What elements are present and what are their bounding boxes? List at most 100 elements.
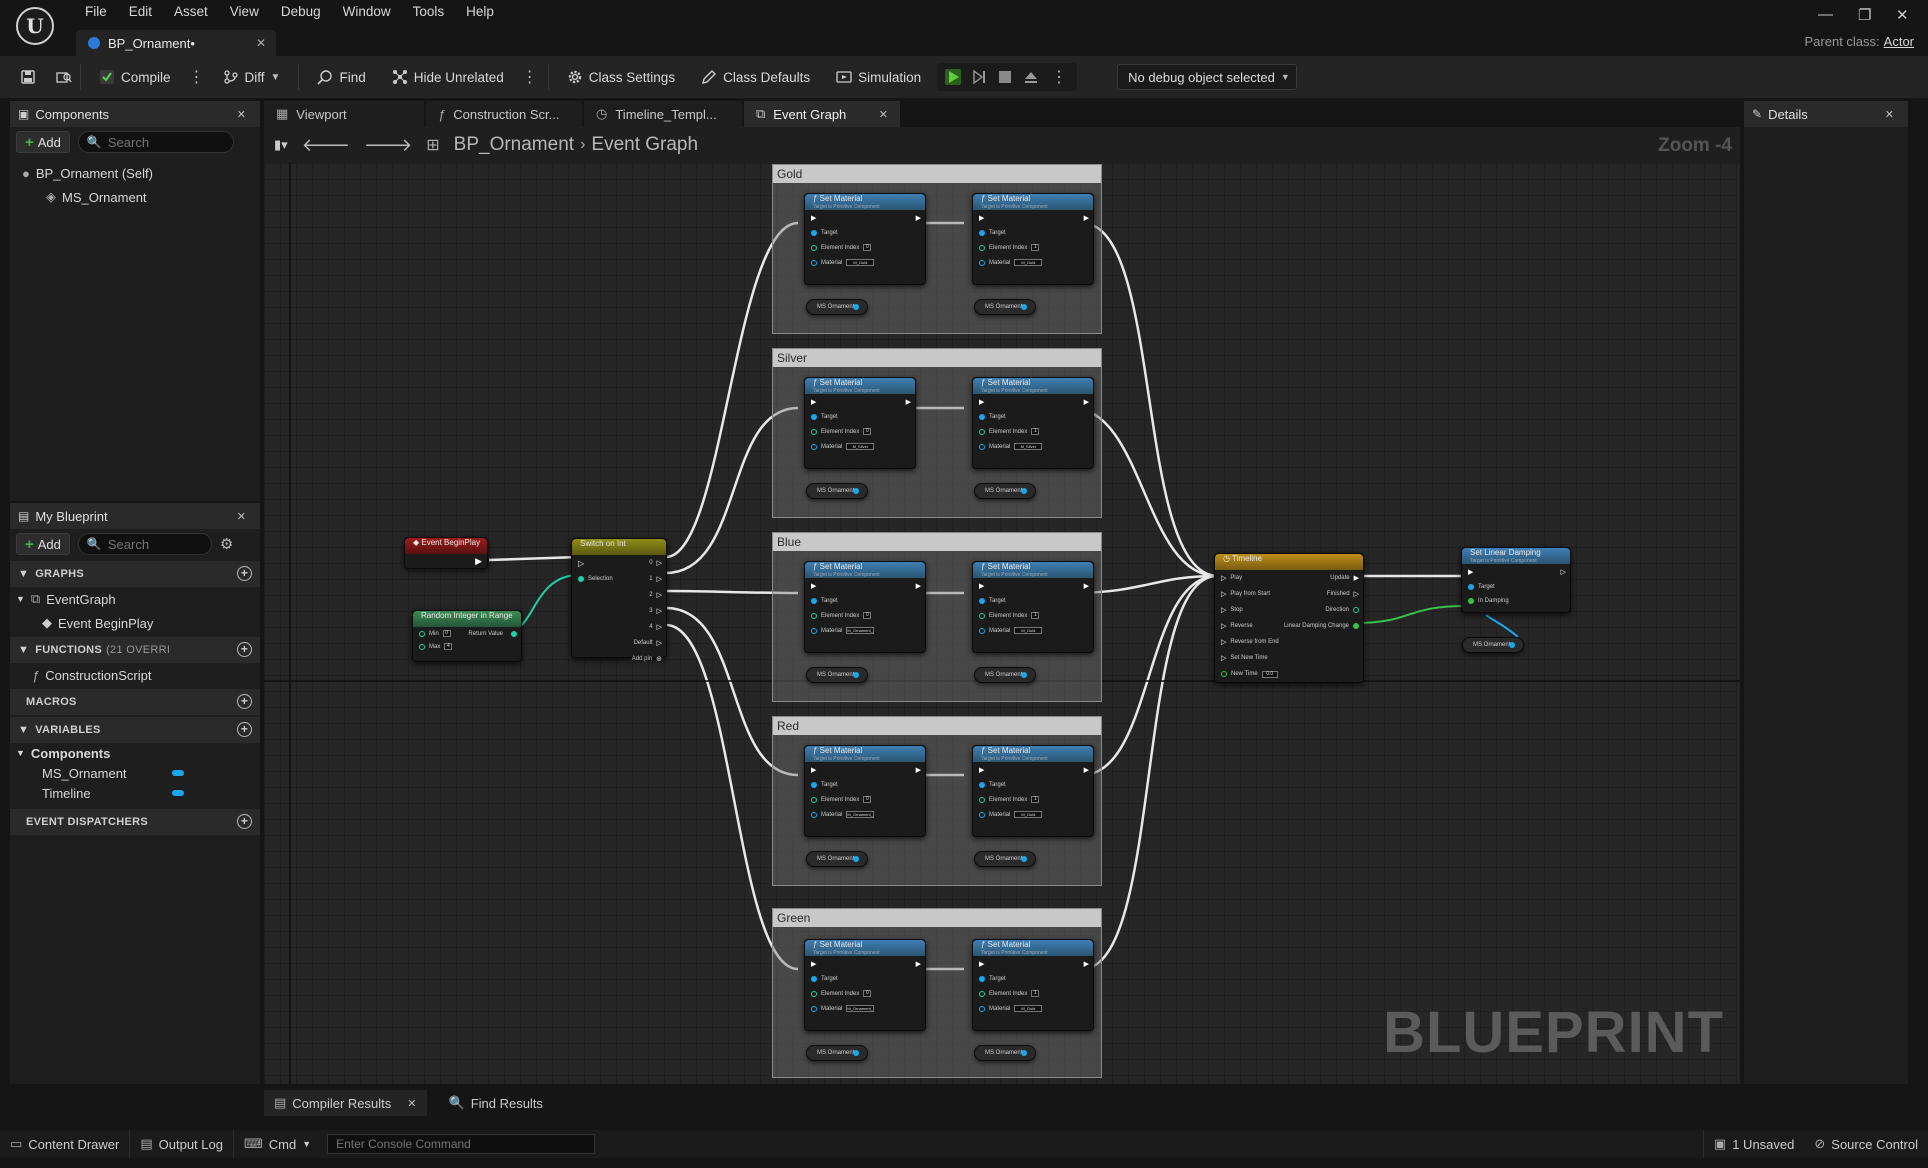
cmd-dropdown[interactable]: ⌨Cmd▼	[234, 1130, 321, 1158]
save-icon[interactable]	[20, 69, 36, 85]
hide-options-icon[interactable]: ⋮	[521, 69, 538, 86]
tab-event-graph[interactable]: ⧉ Event Graph ✕	[744, 101, 900, 127]
restore-icon[interactable]: ❐	[1858, 7, 1872, 24]
var-ms-ornament[interactable]: MS Ornament	[974, 667, 1036, 683]
close-icon[interactable]: ✕	[255, 36, 266, 50]
play-options-icon[interactable]: ⋮	[1051, 69, 1068, 86]
find-button[interactable]: Find	[307, 62, 375, 92]
tab-find-results[interactable]: 🔍 Find Results	[439, 1090, 553, 1116]
components-group[interactable]: ▼ Components	[10, 743, 260, 763]
pin-material-value[interactable]: M_Silver	[846, 443, 875, 450]
switch-exec-in[interactable]: ▷0▷	[572, 555, 666, 571]
diff-button[interactable]: Diff ▼	[213, 62, 291, 92]
forward-arrow-icon[interactable]: 🡒	[363, 134, 413, 155]
document-tab[interactable]: BP_Ornament• ✕	[76, 30, 276, 56]
var-ms-ornament[interactable]: MS Ornament	[974, 299, 1036, 315]
close-icon[interactable]: ✕	[878, 108, 888, 121]
class-settings-button[interactable]: Class Settings	[557, 62, 685, 92]
pin-material-value[interactable]: M_Silver	[1014, 443, 1043, 450]
var-ms-ornament[interactable]: MS Ornament	[974, 851, 1036, 867]
step-icon[interactable]	[971, 69, 987, 85]
exec-row[interactable]: ▶▶	[805, 762, 925, 777]
close-icon[interactable]: ✕	[1884, 108, 1894, 121]
menu-view[interactable]: View	[229, 4, 259, 19]
content-drawer-button[interactable]: ▭Content Drawer	[0, 1130, 131, 1158]
menu-tools[interactable]: Tools	[412, 4, 445, 19]
menu-asset[interactable]: Asset	[174, 4, 208, 19]
exec-row[interactable]: ▶▶	[805, 394, 915, 409]
tl-reverse-end-row[interactable]: ▷Reverse from End	[1215, 634, 1363, 650]
damping-exec-row[interactable]: ▶▷	[1462, 564, 1570, 580]
add-graph-icon[interactable]: +	[237, 566, 252, 581]
play-icon[interactable]	[945, 69, 962, 85]
var-ms-ornament[interactable]: MS Ornament	[806, 667, 868, 683]
add-function-icon[interactable]: +	[237, 642, 252, 657]
var-ms-ornament[interactable]: MS Ornament	[974, 1045, 1036, 1061]
pin-material-value[interactable]: M_Gold	[1014, 259, 1043, 266]
pin-element-index-value[interactable]: 0	[863, 796, 872, 803]
pin-element-index-value[interactable]: 0	[863, 990, 872, 997]
tl-new-time-value[interactable]: 0.0	[1261, 670, 1278, 678]
damping-in-row[interactable]: In Damping	[1462, 594, 1570, 608]
pin-material-value[interactable]: M_Ornament_Re	[846, 811, 875, 818]
debug-object-dropdown[interactable]: No debug object selected ▼	[1117, 64, 1298, 90]
tab-timeline-template[interactable]: ◷ Timeline_Templ...	[584, 101, 742, 127]
event-graph-item[interactable]: ▼ ⧉ EventGraph	[10, 587, 260, 611]
event-beginplay-item[interactable]: ◆ Event BeginPlay	[10, 611, 260, 635]
exec-row[interactable]: ▶▶	[973, 956, 1093, 971]
var-ms-ornament[interactable]: MS Ornament	[974, 483, 1036, 499]
add-dispatcher-icon[interactable]: +	[237, 814, 252, 829]
var-ms-ornament[interactable]: MS Ornament	[806, 299, 868, 315]
output-log-button[interactable]: ▤Output Log	[130, 1130, 234, 1158]
pin-element-index-value[interactable]: 1	[1031, 796, 1040, 803]
unsaved-button[interactable]: ▣1 Unsaved	[1702, 1130, 1804, 1158]
pin-element-index-value[interactable]: 0	[863, 612, 872, 619]
add-variable-icon[interactable]: +	[237, 722, 252, 737]
unreal-logo-icon[interactable]: U	[16, 7, 54, 45]
exec-row[interactable]: ▶▶	[973, 210, 1093, 225]
close-icon[interactable]: ✕	[236, 108, 246, 121]
exec-row[interactable]: ▶▶	[805, 210, 925, 225]
exec-row[interactable]: ▶▶	[973, 578, 1093, 593]
event-graph-canvas[interactable]: Gold Silver Blue Red Green ◆ Event Begin…	[264, 163, 1740, 1084]
menu-debug[interactable]: Debug	[280, 4, 321, 19]
menu-edit[interactable]: Edit	[128, 4, 153, 19]
tab-construction-script[interactable]: ƒ Construction Scr...	[426, 101, 582, 127]
pin-min-value[interactable]: 0	[442, 630, 451, 637]
exec-row[interactable]: ▶▶	[805, 956, 925, 971]
variables-section[interactable]: ▼ VARIABLES +	[10, 717, 260, 743]
hide-unrelated-button[interactable]: Hide Unrelated	[382, 62, 514, 92]
target-row[interactable]: Target	[805, 409, 915, 424]
hierarchy-icon[interactable]: ⊞	[426, 137, 440, 154]
switch-add-pin[interactable]: Add pin⊕	[572, 651, 666, 667]
my-blueprint-search[interactable]: 🔍	[77, 533, 212, 555]
tl-set-new-time-row[interactable]: ▷Set New Time	[1215, 650, 1363, 666]
breadcrumb-graph[interactable]: Event Graph	[591, 134, 699, 155]
tab-viewport[interactable]: ▦ Viewport	[264, 101, 424, 127]
